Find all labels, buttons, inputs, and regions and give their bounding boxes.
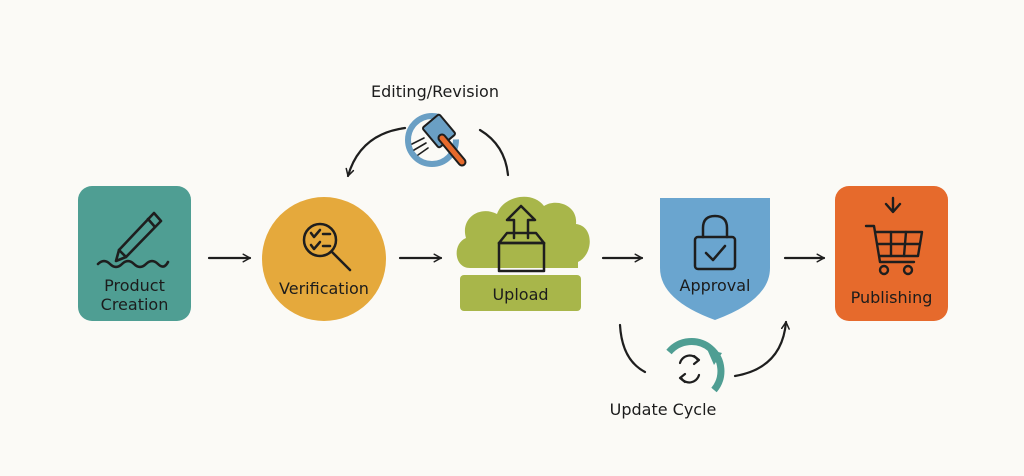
update-cycle-label: Update Cycle (609, 400, 717, 419)
product-creation-label-line2: Creation (100, 295, 169, 314)
approval-node (660, 198, 770, 320)
update-icon-ring-head (707, 349, 722, 365)
shopping-cart-icon (864, 196, 924, 276)
update-icon-ring (666, 338, 725, 393)
paintbrush-icon (411, 113, 467, 167)
approval-label: Approval (679, 276, 751, 295)
verification-label: Verification (279, 279, 369, 298)
update-loop-arrow-left (618, 323, 647, 374)
padlock-check-icon (693, 214, 737, 271)
editing-revision-loop (345, 113, 510, 178)
checklist-magnifier-icon (302, 222, 352, 272)
product-creation-box (78, 186, 191, 321)
editing-loop-arrow-right (478, 128, 510, 177)
editing-revision-label: Editing/Revision (371, 82, 499, 101)
update-cycle-loop (618, 320, 790, 393)
upload-node (456, 196, 590, 311)
pencil-icon (96, 211, 170, 269)
editing-loop-arrow-left (345, 126, 407, 178)
publishing-node (835, 186, 948, 321)
product-creation-label: Product Creation (78, 276, 191, 314)
product-creation-node (78, 186, 191, 321)
refresh-cycle-icon (678, 354, 701, 384)
update-loop-arrow-right (733, 320, 790, 378)
editing-icon-ring (405, 113, 459, 167)
verification-node (262, 197, 386, 321)
upload-base (460, 275, 581, 311)
publishing-label: Publishing (850, 288, 933, 307)
box-upload-icon (497, 204, 546, 273)
verification-circle (262, 197, 386, 321)
product-creation-label-line1: Product (104, 276, 165, 295)
upload-label: Upload (492, 285, 549, 304)
